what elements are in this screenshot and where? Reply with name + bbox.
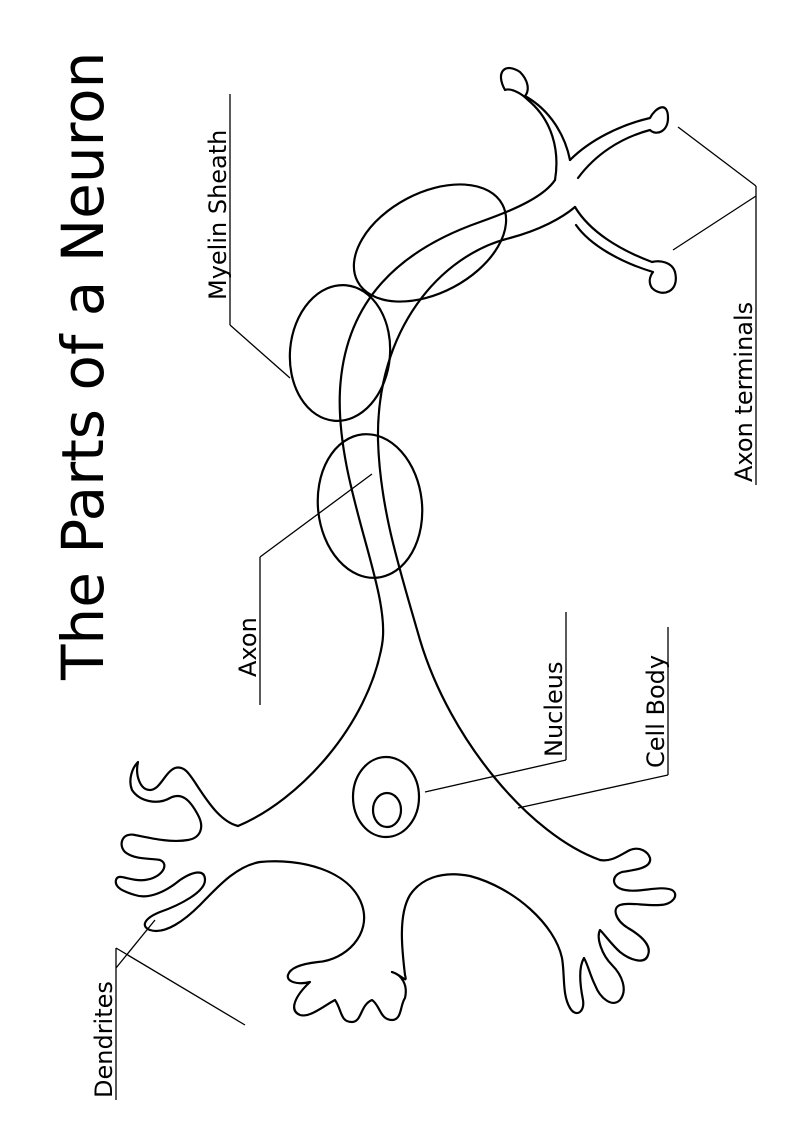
myelin-sheath-leader [229, 324, 291, 379]
cell-body-leader [517, 774, 669, 809]
terminal-branch-bottom [573, 205, 677, 294]
axon-leader [259, 473, 373, 558]
soma-left-dendrites [114, 760, 407, 1024]
label-myelin-sheath: Myelin Sheath [204, 130, 232, 300]
label-axon: Axon [234, 617, 262, 677]
axon-terminals-branches [499, 66, 677, 294]
myelin-sheath-segments [288, 183, 508, 579]
nucleolus [371, 791, 403, 829]
labels: Dendrites Axon Nucleus Cell Body Myelin … [90, 130, 758, 1098]
label-cell-body: Cell Body [642, 655, 670, 768]
neuron-illustration [114, 66, 677, 1024]
label-axon-terminals: Axon terminals [730, 302, 758, 482]
dendrites-leader [115, 919, 156, 969]
label-nucleus: Nucleus [540, 661, 568, 757]
myelin-segment-3 [316, 433, 424, 579]
leader-lines [115, 94, 757, 1100]
axon-terminals-leader-bottom [672, 195, 757, 251]
terminal-branch-top [499, 66, 572, 182]
nucleus-outer [351, 755, 421, 839]
nucleus-leader [424, 759, 567, 793]
nucleus-shape [351, 755, 421, 839]
soma-right-dendrites [390, 847, 677, 1015]
axon-outline-lower [376, 205, 602, 862]
axon-outline-upper [236, 178, 557, 828]
myelin-segment-1 [352, 183, 508, 303]
terminal-branch-right [568, 106, 670, 180]
axon-terminals-leader-top [677, 126, 757, 187]
label-dendrites: Dendrites [90, 981, 118, 1098]
diagram-title: The Parts of a Neuron [49, 52, 117, 681]
dendrites-leader-2 [115, 947, 246, 1026]
